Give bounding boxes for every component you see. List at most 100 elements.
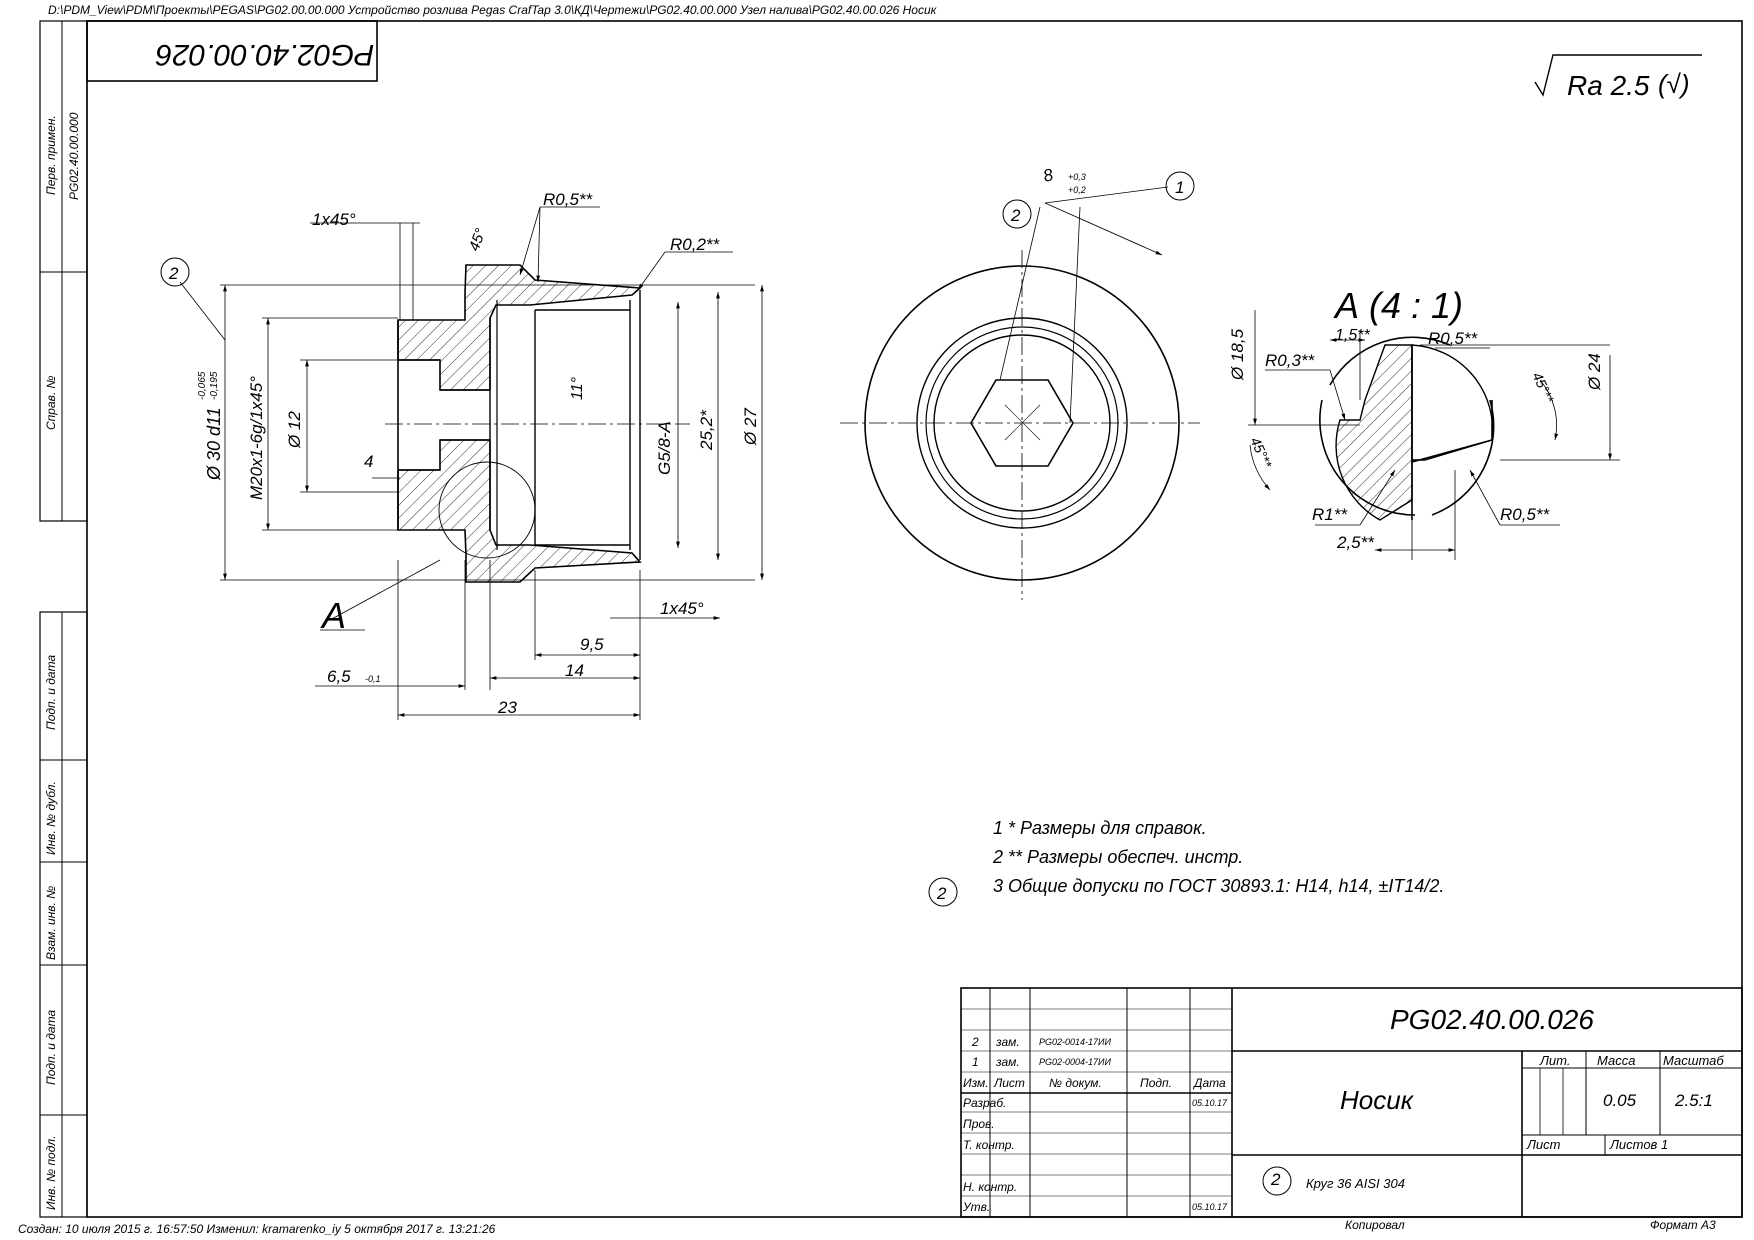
tb-sheet-label: Лист <box>1527 1137 1561 1152</box>
tb-designation: PG02.40.00.026 <box>1390 1004 1594 1035</box>
notes-balloon-text: 2 <box>936 884 947 903</box>
detail-view-labels: А (4 : 1) Ø 18,5 1,5** R0,5** R0,3** Ø 2… <box>1228 285 1604 552</box>
role-prov: Пров. <box>963 1117 995 1131</box>
inv-dubl-label: Инв. № дубл. <box>44 781 58 855</box>
file-path: D:\PDM_View\PDM\Проекты\PEGAS\PG02.00.00… <box>48 3 937 17</box>
dim-95-label: 9,5 <box>580 635 604 654</box>
tb-name: Носик <box>1340 1085 1413 1115</box>
tb-mass-value: 0.05 <box>1603 1091 1637 1110</box>
hdr-podp: Подп. <box>1140 1076 1172 1090</box>
dim-65-tol: -0,1 <box>365 674 381 684</box>
rev-1-no: 1 <box>972 1055 979 1069</box>
role-razrab-date: 05.10.17 <box>1192 1098 1228 1108</box>
role-nkontr: Н. контр. <box>963 1180 1018 1194</box>
vzam-inv-label: Взам. инв. № <box>44 886 58 960</box>
dim-65-label: 6,5 <box>327 667 351 686</box>
detail-a45-right: 45°** <box>1529 370 1557 406</box>
copied-label: Копировал <box>1345 1218 1405 1232</box>
dim-23-label: 23 <box>497 698 517 717</box>
sprav-no-label: Справ. № <box>44 375 58 430</box>
hdr-list: Лист <box>994 1076 1025 1090</box>
hdr-izm: Изм. <box>963 1076 989 1090</box>
roughness-label: Ra 2.5 <box>1567 70 1650 101</box>
dim-8-tol-top: +0,3 <box>1068 172 1086 182</box>
drawing-frame <box>39 20 1743 1218</box>
podp-data-label-1: Подп. и дата <box>44 655 58 730</box>
chamfer-top-label: 1x45° <box>312 210 356 229</box>
roughness-symbol: Ra 2.5 (√) <box>1534 54 1702 101</box>
tb-scale-label: Масштаб <box>1663 1053 1724 1068</box>
note-3: 3 Общие допуски по ГОСТ 30893.1: H14, h1… <box>993 876 1445 896</box>
detail-d15: 1,5** <box>1335 327 1370 344</box>
chamfer-bottom-label: 1x45° <box>660 599 704 618</box>
rev-1-kind: зам. <box>996 1055 1020 1069</box>
d30-tol-top: -0,065 <box>197 371 208 400</box>
section-view <box>179 206 764 720</box>
r05-label: R0,5** <box>543 190 594 209</box>
roughness-suffix: (√) <box>1658 69 1690 99</box>
tb-mass-label: Масса <box>1597 1053 1636 1068</box>
title-block-frame <box>960 987 1743 1218</box>
tb-scale-value: 2.5:1 <box>1675 1091 1713 1110</box>
detail-view <box>1248 310 1620 560</box>
d30-tol-bot: -0,195 <box>209 371 220 400</box>
role-razrab: Разраб. <box>963 1096 1007 1110</box>
material-balloon <box>1262 1166 1292 1196</box>
hdr-doc: № докум. <box>1049 1076 1102 1090</box>
front-view-labels: 8 +0,3 +0,2 1 2 <box>1002 165 1195 229</box>
detail-r05a: R0,5** <box>1428 329 1479 348</box>
perv-primen-label: Перв. примен. <box>44 115 58 195</box>
created-info: Создан: 10 июля 2015 г. 16:57:50 Изменил… <box>18 1222 496 1236</box>
role-utv-date: 05.10.17 <box>1192 1202 1228 1212</box>
notes-block: 1 * Размеры для справок. 2 ** Размеры об… <box>993 818 1444 905</box>
stamp-designation-inverted: PG02.40.00.026 <box>155 38 374 71</box>
inv-podl-label: Инв. № подл. <box>44 1136 58 1210</box>
dim-8-label: 8 <box>1041 165 1056 186</box>
perv-primen-value: PG02.40.00.000 <box>67 112 81 200</box>
detail-r03: R0,3** <box>1265 351 1316 370</box>
detail-d24: Ø 24 <box>1585 353 1604 391</box>
balloon-2-center-text: 2 <box>1010 206 1021 225</box>
note-2: 2 ** Размеры обеспеч. инстр. <box>993 847 1244 867</box>
rev-1-doc: PG02-0004-17ИИ <box>1039 1057 1111 1067</box>
side-labels: Перв. примен. PG02.40.00.000 Справ. № По… <box>44 112 81 1210</box>
balloon-1-center-text: 1 <box>1175 178 1184 197</box>
balloon-2-center <box>1002 199 1032 229</box>
dim-4-label: 4 <box>364 452 373 471</box>
thread-label: M20x1-6g/1x45° <box>247 376 266 500</box>
balloon-2-left-text: 2 <box>168 264 179 283</box>
tb-lit-label: Лит. <box>1540 1053 1571 1068</box>
notes-balloon <box>928 877 958 907</box>
detail-title: А (4 : 1) <box>1333 285 1463 326</box>
dim-8-tol-bot: +0,2 <box>1068 185 1086 195</box>
role-utv: Утв. <box>963 1200 991 1214</box>
format-label: Формат А3 <box>1650 1218 1716 1232</box>
d27-label: Ø 27 <box>741 408 760 446</box>
angle-45-label: 45° <box>466 226 490 253</box>
rev-2-doc: PG02-0014-17ИИ <box>1039 1037 1111 1047</box>
balloon-2-left <box>160 257 190 287</box>
section-view-labels: 1x45° R0,5** R0,2** 45° 2 Ø 30 d11 -0,06… <box>160 190 760 717</box>
rev-2-no: 2 <box>972 1035 979 1049</box>
tb-material-balloon-text: 2 <box>1271 1170 1281 1189</box>
role-tkontr: Т. контр. <box>963 1138 1015 1152</box>
detail-d25: 2,5** <box>1336 533 1375 552</box>
detail-d185: Ø 18,5 <box>1228 328 1247 381</box>
rev-2-kind: зам. <box>996 1035 1020 1049</box>
note-1: 1 * Размеры для справок. <box>993 818 1207 838</box>
tb-sheets-label: Листов 1 <box>1610 1137 1669 1152</box>
d30-label: Ø 30 d11 <box>204 407 224 481</box>
detail-r05b: R0,5** <box>1500 505 1551 524</box>
tb-material: Круг 36 AISI 304 <box>1306 1176 1405 1191</box>
front-view <box>840 186 1200 600</box>
hdr-data: Дата <box>1194 1076 1226 1090</box>
d12-label: Ø 12 <box>285 411 304 449</box>
dim-14-label: 14 <box>565 661 584 680</box>
balloon-1-center <box>1165 171 1195 201</box>
g58-label: G5/8-A <box>655 421 674 475</box>
podp-data-label-2: Подп. и дата <box>44 1010 58 1085</box>
d252-label: 25,2* <box>697 409 716 451</box>
r02-label: R0,2** <box>670 235 721 254</box>
angle-11-label: 11° <box>569 376 586 400</box>
